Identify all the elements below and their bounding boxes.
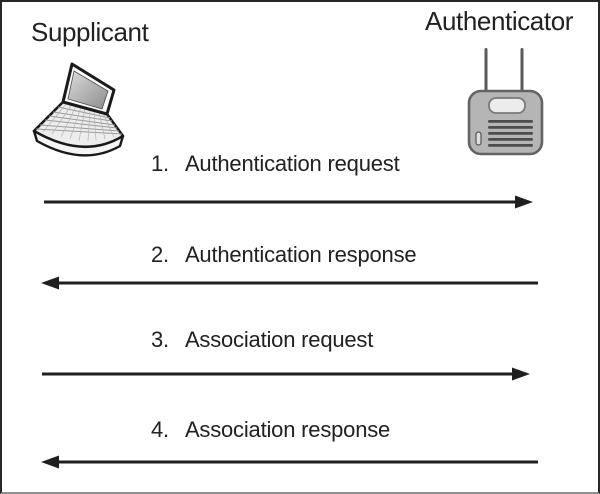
actor-label-supplicant: Supplicant (31, 17, 149, 47)
message-number: 1. (151, 151, 169, 176)
message-text: Authentication request (184, 151, 400, 176)
arrow-right-icon (44, 195, 533, 209)
actor-label-authenticator: Authenticator (425, 6, 574, 36)
laptop-icon (32, 62, 125, 157)
message-text: Association response (184, 417, 391, 442)
message-row: 4. Association response (151, 417, 390, 443)
message-text: Association request (184, 327, 374, 352)
message-text: Authentication response (184, 242, 417, 267)
message-number: 2. (151, 242, 169, 267)
message-number: 4. (151, 417, 169, 442)
message-row: 2. Authentication response (151, 242, 417, 268)
message-row: 1. Authentication request (151, 151, 400, 177)
access-point-icon (467, 48, 544, 156)
arrow-left-icon (41, 276, 538, 290)
message-row: 3. Association request (151, 327, 373, 353)
message-number: 3. (151, 327, 169, 352)
arrow-left-icon (41, 455, 538, 469)
arrow-right-icon (42, 367, 530, 381)
